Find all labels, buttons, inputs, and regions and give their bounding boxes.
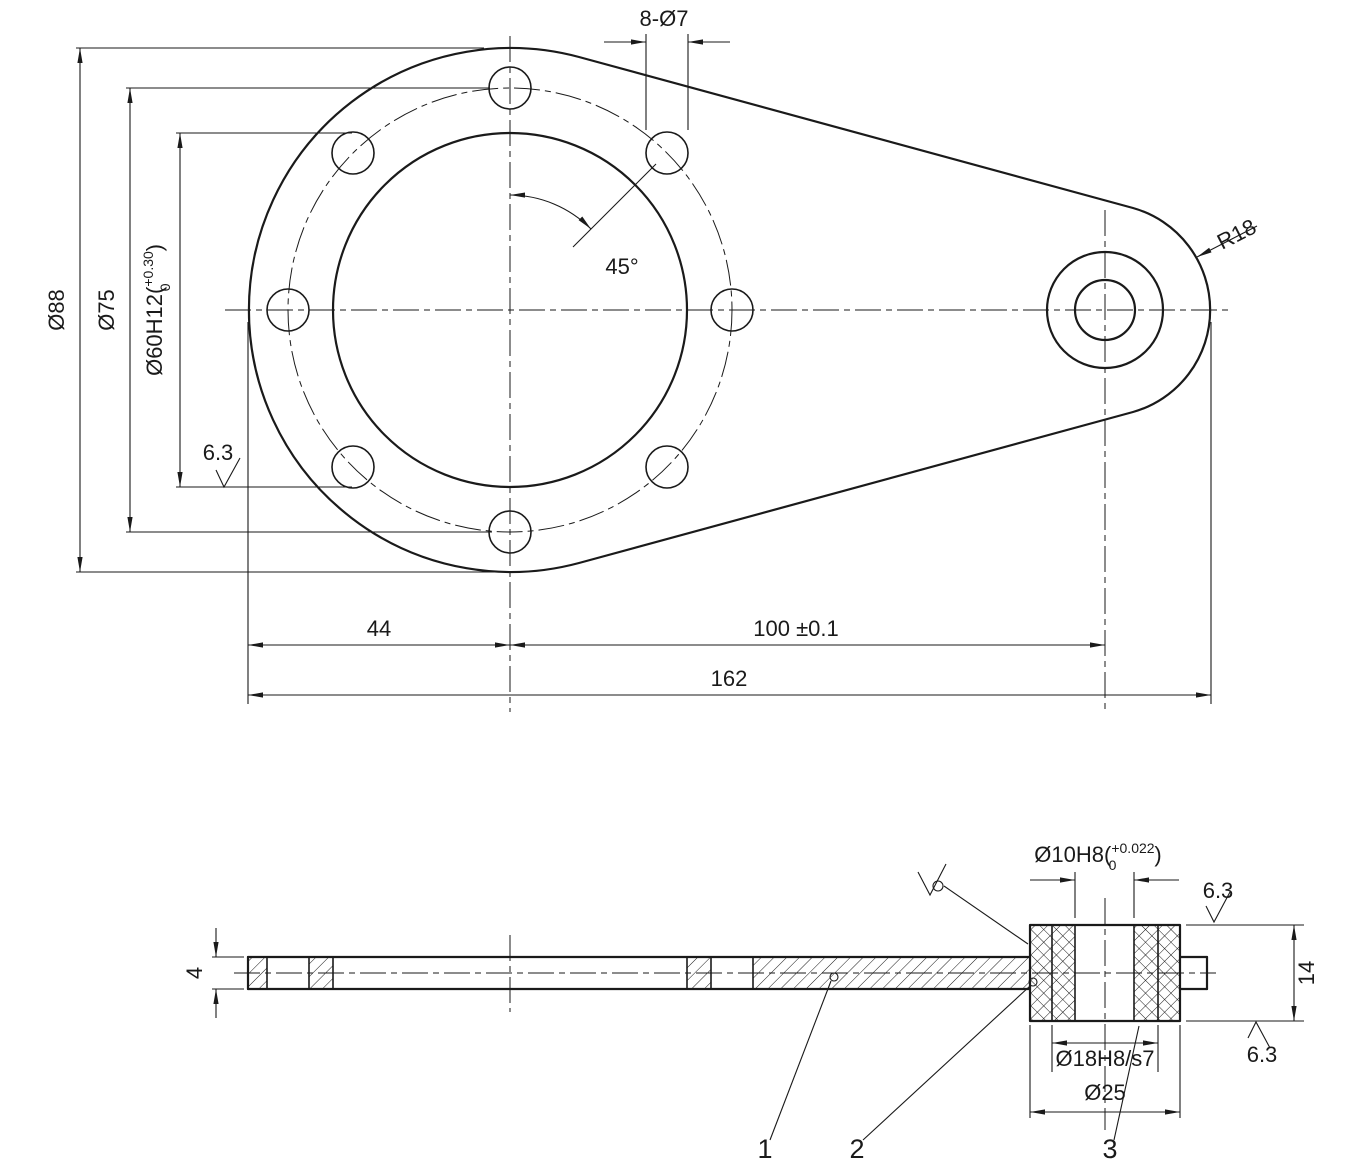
center-lines — [225, 36, 1232, 712]
bolt-hole-left — [266, 288, 310, 332]
balloon-1: 1 — [757, 1134, 772, 1164]
bushing-outline — [1028, 923, 1182, 1023]
dim-horizontal: 44 100 ±0.1 162 — [247, 322, 1212, 704]
roughness-bottom: 6.3 — [1247, 1020, 1278, 1067]
balloon-2: 2 — [849, 1134, 864, 1164]
dim-label-14: 14 — [1294, 961, 1319, 985]
balloon-3: 3 — [1102, 1134, 1117, 1164]
bolt-hole-225 — [331, 445, 375, 489]
roughness-side-leader — [943, 885, 1029, 945]
roughness-bore: 6.3 — [203, 440, 241, 489]
bolt-hole-135 — [331, 131, 375, 175]
roughness-bore-value: 6.3 — [203, 440, 234, 465]
roughness-side-circle — [932, 880, 944, 892]
bolt-hole-315 — [645, 445, 689, 489]
plate-hatch-4 — [753, 957, 1030, 989]
balloon-1-leader — [769, 980, 832, 1141]
bolt-hole-right — [710, 288, 754, 332]
top-view: Ø88 Ø75 Ø60H12(+0.300) 6.3 8-Ø7 — [44, 6, 1260, 712]
roughness-icon — [215, 457, 241, 489]
roughness-top: 6.3 — [1203, 878, 1234, 924]
dim-fit: Ø18H8/s7 — [1051, 1025, 1159, 1072]
dim-boss-dia: Ø25 — [1029, 1025, 1181, 1118]
bushing-wall-right — [1134, 925, 1180, 1021]
bolt-circle-centerline — [287, 87, 733, 533]
dim-label-45deg: 45° — [605, 254, 638, 279]
dim-outer-dia: Ø88 — [44, 47, 502, 573]
balloon-3-leader — [1113, 1025, 1140, 1141]
dim-label-162: 162 — [711, 666, 748, 691]
boss-circle-bore — [1073, 278, 1137, 342]
dim-label-100: 100 ±0.1 — [753, 616, 838, 641]
roughness-top-icon — [1205, 891, 1231, 924]
roughness-top-value: 6.3 — [1203, 878, 1234, 903]
plate-hatch-2 — [309, 957, 333, 989]
bolt-hole-45 — [645, 131, 689, 175]
balloons: 1 2 3 — [757, 972, 1140, 1164]
dim-label-4: 4 — [182, 967, 207, 979]
part-outline — [247, 46, 1212, 574]
bore-circle-d60 — [331, 131, 689, 489]
dim-bore: Ø60H12(+0.300) — [140, 132, 352, 488]
boss-circle-outer — [1045, 250, 1165, 370]
balloon-1-marker — [829, 972, 839, 982]
plate-hatch-3 — [687, 957, 711, 989]
dim-label-d25: Ø25 — [1084, 1080, 1126, 1105]
dim-label-d60: Ø60H12(+0.300) — [140, 244, 173, 376]
dim-boss-height: 14 — [1186, 924, 1319, 1022]
roughness-side-callout — [917, 863, 1029, 945]
dim-label-44: 44 — [367, 616, 391, 641]
dim-bolt-circle: Ø75 — [94, 87, 492, 533]
roughness-side-icon — [917, 863, 947, 897]
plate-hatch-1 — [248, 957, 267, 989]
dim-label-d88: Ø88 — [44, 289, 69, 331]
balloon-2-marker — [1028, 977, 1038, 987]
bushing-section — [1028, 923, 1182, 1023]
roughness-bottom-icon — [1247, 1020, 1271, 1049]
dim-plate-thickness: 4 — [182, 928, 244, 1018]
dim-angle: 45° — [509, 163, 657, 279]
dim-label-d75: Ø75 — [94, 289, 119, 331]
dim-bolt-holes: 8-Ø7 — [604, 6, 730, 130]
dim-label-d18: Ø18H8/s7 — [1055, 1046, 1154, 1071]
plate-section — [246, 955, 1209, 991]
roughness-bottom-value: 6.3 — [1247, 1042, 1278, 1067]
balloon-2-leader — [862, 985, 1031, 1141]
dim-label-8xd7: 8-Ø7 — [640, 6, 689, 31]
